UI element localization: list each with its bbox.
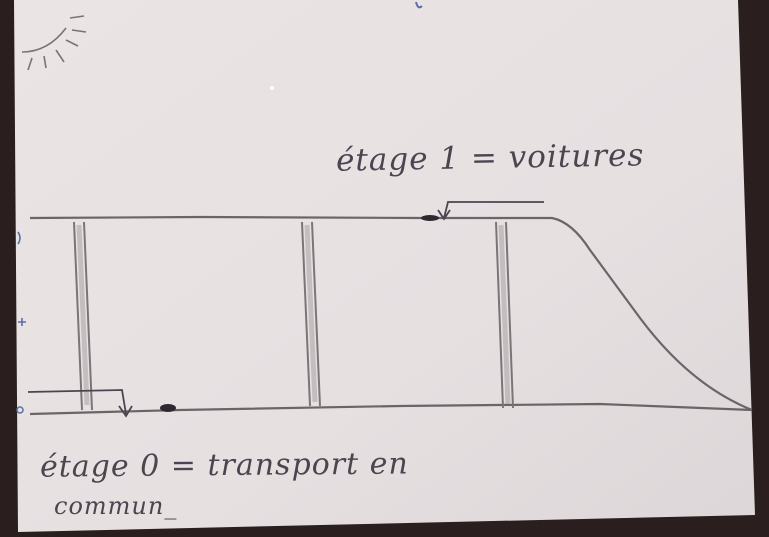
pillar [301,221,321,407]
light-reflection [270,86,274,90]
arrow-down-icon [437,201,544,221]
pillar [73,221,93,411]
transit-dot [160,404,176,412]
ink-mark-left-3 [16,406,24,414]
car-dot [421,215,439,221]
paper-sheet [14,0,755,532]
lower-deck-annotation-continued: commun_ [54,492,178,520]
ink-mark-left-2 [18,318,26,326]
upper-deck-line [29,215,753,412]
sun-doodle-icon [21,15,87,71]
lower-deck-line [29,402,753,416]
ink-mark-left-1 [17,231,21,245]
ink-mark [415,1,423,9]
upper-deck-annotation: étage 1 = voitures [335,137,645,179]
lower-deck-annotation: étage 0 = transport en [39,446,409,485]
pillar [495,221,514,409]
arrow-down-icon [27,389,133,418]
